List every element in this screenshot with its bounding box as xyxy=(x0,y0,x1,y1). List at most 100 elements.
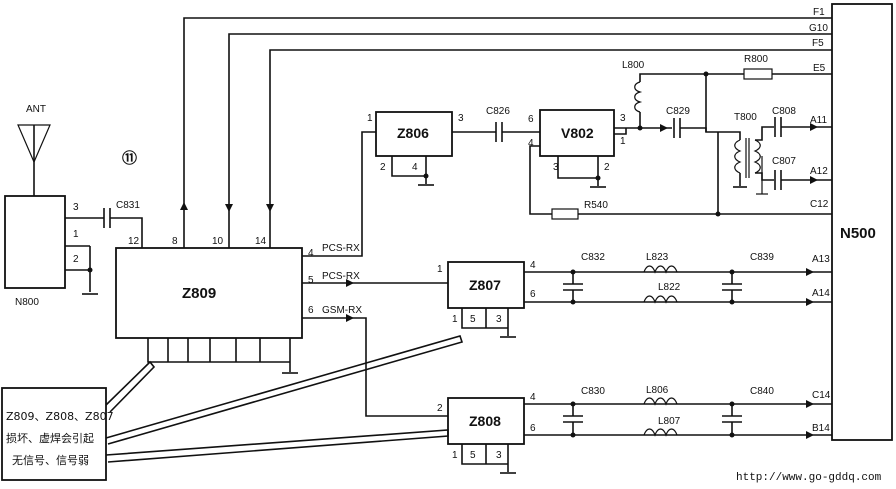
pin-f5: F5 xyxy=(812,38,824,49)
z809-pin5: 5 xyxy=(308,275,314,286)
z809-pin4: 4 xyxy=(308,248,314,259)
v802-pin2: 2 xyxy=(604,162,610,173)
z809-pin8: 8 xyxy=(172,236,178,247)
arrow-a14 xyxy=(806,298,814,306)
n500-label: N500 xyxy=(840,225,876,242)
z806-pin3: 3 xyxy=(458,113,464,124)
l823-label: L823 xyxy=(646,252,669,263)
z806-pin4: 4 xyxy=(412,162,418,173)
z806-pin2: 2 xyxy=(380,162,386,173)
c829-label: C829 xyxy=(666,106,690,117)
v802-chip xyxy=(539,109,615,157)
z808-chip xyxy=(447,397,525,445)
l807-inductor xyxy=(643,428,678,437)
r540-label: R540 xyxy=(584,200,608,211)
pin-g10: G10 xyxy=(809,23,828,34)
z808-pin4: 4 xyxy=(530,392,536,403)
net-pcs-rx-2: PCS-RX xyxy=(322,271,360,282)
wire-v802-r540 xyxy=(529,145,552,215)
l822-inductor xyxy=(643,295,678,304)
v802-pin1: 1 xyxy=(620,136,626,147)
pin-c14: C14 xyxy=(812,390,831,401)
wire-t800-c807 xyxy=(755,172,774,181)
junction xyxy=(715,211,721,217)
t800-secondary xyxy=(753,139,761,174)
z809-label: Z809 xyxy=(182,285,216,302)
v802-label: V802 xyxy=(561,125,594,141)
callout-pointer-z809 xyxy=(105,360,156,413)
arrow-a12 xyxy=(810,176,818,184)
arrow-b14 xyxy=(806,431,814,439)
l822-label: L822 xyxy=(658,282,681,293)
z807-pin3: 3 xyxy=(496,314,502,325)
callout-pointer-z808 xyxy=(105,429,449,463)
arrow-gsm-rx xyxy=(346,314,354,322)
c832-label: C832 xyxy=(581,252,605,263)
z809-chip xyxy=(115,247,303,339)
n500-chip xyxy=(831,3,893,441)
arrow-f1 xyxy=(180,202,188,210)
z807-label: Z807 xyxy=(469,277,501,293)
wire-pcs-rx-z806 xyxy=(302,131,376,257)
pin-a12: A12 xyxy=(810,166,828,177)
c830-label: C830 xyxy=(581,386,605,397)
c839-label: C839 xyxy=(750,252,774,263)
arrow-a13 xyxy=(806,268,814,276)
c831-label: C831 xyxy=(116,200,140,211)
pin-a14: A14 xyxy=(812,288,830,299)
l806-inductor xyxy=(643,397,678,406)
callout-line1: Z809、Z808、Z807 xyxy=(6,410,114,423)
callout-line3: 无信号、信号弱 xyxy=(12,454,89,467)
pin-a11: A11 xyxy=(810,115,827,126)
z809-pin12: 12 xyxy=(128,236,140,247)
z806-gnd-wire xyxy=(391,156,426,177)
z808-pin3: 3 xyxy=(496,450,502,461)
z808-label: Z808 xyxy=(469,413,501,429)
c808-label: C808 xyxy=(772,106,796,117)
r800-label: R800 xyxy=(744,54,768,65)
arrow-pcs-rx xyxy=(346,279,354,287)
junction xyxy=(423,173,429,179)
wire-c831-z809 xyxy=(110,217,143,248)
section-marker: ⑪ xyxy=(122,149,137,167)
n800-pin2: 2 xyxy=(73,254,79,265)
arrow-c14 xyxy=(806,400,814,408)
wire-f5 xyxy=(269,49,832,248)
arrow-f5 xyxy=(266,204,274,212)
z808-pin1: 1 xyxy=(452,450,458,461)
net-pcs-rx: PCS-RX xyxy=(322,243,360,254)
watermark: http://www.go-gddq.com xyxy=(736,472,882,484)
z807-gnd-wire xyxy=(461,308,508,329)
wire-g10 xyxy=(228,33,832,248)
z808-pin6: 6 xyxy=(530,423,536,434)
t800-label: T800 xyxy=(734,112,757,123)
wire-t800-c808 xyxy=(755,126,774,141)
r800-resistor xyxy=(743,68,773,80)
wire-c829-t800 xyxy=(680,127,741,140)
z807-pin1: 1 xyxy=(437,264,443,275)
arrow-a11 xyxy=(810,123,818,131)
callout-box xyxy=(1,387,107,481)
pin-b14: B14 xyxy=(812,423,830,434)
z809-pin10: 10 xyxy=(212,236,224,247)
z806-label: Z806 xyxy=(397,125,429,141)
pin-e5: E5 xyxy=(813,63,826,74)
n800-label: N800 xyxy=(15,297,39,308)
callout-pointer-z807 xyxy=(105,335,464,445)
wire-gsm-rx-z808 xyxy=(302,317,448,417)
l800-label: L800 xyxy=(622,60,645,71)
callout-line2: 损坏、虚焊会引起 xyxy=(6,431,94,445)
z807-pin4: 4 xyxy=(530,260,536,271)
v802-pin3: 3 xyxy=(620,113,626,124)
l823-inductor xyxy=(643,265,678,274)
wire-f1 xyxy=(183,17,832,248)
l806-label: L806 xyxy=(646,385,669,396)
arrow-c829 xyxy=(660,124,668,132)
z809-pin6: 6 xyxy=(308,305,314,316)
pin-f1: F1 xyxy=(813,7,825,18)
c840-label: C840 xyxy=(750,386,774,397)
z807-chip xyxy=(447,261,525,309)
z808-pin2: 2 xyxy=(437,403,443,414)
ant-label: ANT xyxy=(26,104,46,115)
